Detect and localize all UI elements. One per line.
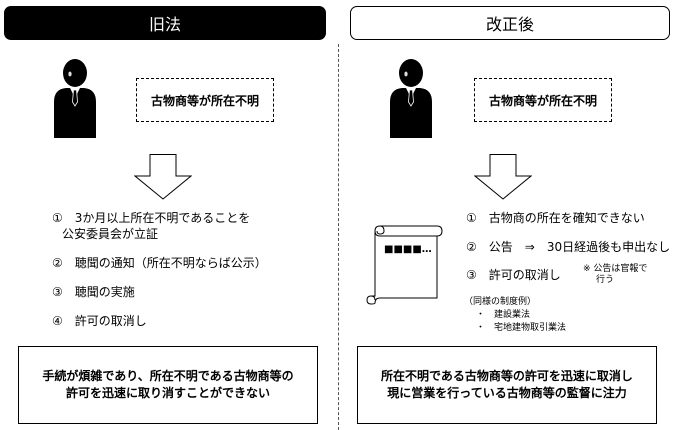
gazette-note-line-1: ※ 公告は官報で	[583, 264, 648, 274]
new-conclusion-line-1: 所在不明である古物商等の許可を迅速に取消し	[381, 369, 633, 383]
new-conclusion-box: 所在不明である古物商等の許可を迅速に取消し 現に営業を行っている古物商等の監督に…	[357, 346, 657, 424]
old-conclusion-box: 手続が煩雑であり、所在不明である古物商等の 許可を迅速に取り消すことができない	[18, 346, 318, 424]
down-arrow-icon	[134, 154, 192, 200]
header-old-law: 旧法	[4, 6, 326, 40]
new-step-3: ③ 許可の取消し	[466, 268, 561, 282]
old-step-3: ③ 聴聞の実施	[52, 285, 135, 299]
down-arrow-icon	[474, 154, 532, 200]
similar-system-real-estate: ・ 宅地建物取引業法	[476, 323, 567, 333]
scroll-text: ■■■■…	[384, 244, 432, 255]
old-conclusion-line-1: 手続が煩雑であり、所在不明である古物商等の	[42, 369, 294, 383]
column-divider	[338, 44, 339, 430]
new-conclusion-line-2: 現に営業を行っている古物商等の監督に注力	[387, 386, 627, 400]
old-step-2: ② 聴聞の通知（所在不明ならば公示）	[52, 256, 267, 270]
header-old-law-label: 旧法	[148, 15, 181, 34]
similar-systems: （同様の制度例） ・ 建設業法 ・ 宅地建物取引業法	[464, 296, 566, 335]
person-icon	[390, 59, 432, 138]
gazette-note: ※ 公告は官報で 行う	[583, 264, 647, 286]
similar-systems-title: （同様の制度例）	[464, 297, 537, 307]
old-status-label: 古物商等が所在不明	[150, 93, 259, 108]
old-step-1-continued: 公安委員会が立証	[62, 227, 159, 241]
old-status-box: 古物商等が所在不明	[136, 78, 274, 122]
gazette-note-line-2: 行う	[596, 275, 615, 285]
old-conclusion-line-2: 許可を迅速に取り消すことができない	[65, 386, 270, 400]
new-status-box: 古物商等が所在不明	[474, 78, 612, 122]
new-step-2: ② 公告 ⇒ 30日経過後も申出なし	[466, 240, 671, 254]
scroll-icon	[366, 225, 443, 305]
header-after-revision-label: 改正後	[485, 15, 534, 34]
header-after-revision: 改正後	[350, 6, 670, 40]
similar-system-construction: ・ 建設業法	[476, 310, 531, 320]
old-step-4: ④ 許可の取消し	[52, 314, 147, 328]
new-status-label: 古物商等が所在不明	[488, 93, 597, 108]
person-icon	[54, 59, 96, 138]
new-step-1: ① 古物商の所在を確知できない	[466, 211, 645, 225]
old-step-1: ① 3か月以上所在不明であることを	[52, 211, 251, 225]
